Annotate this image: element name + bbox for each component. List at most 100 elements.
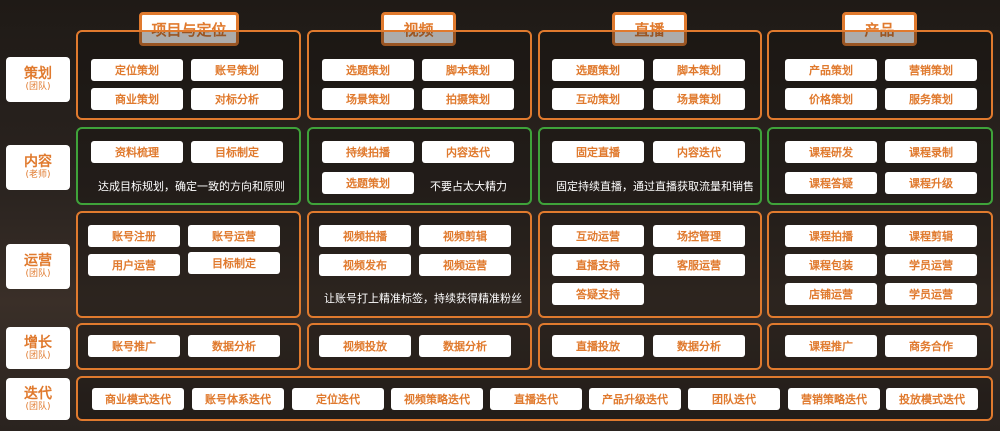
growth-item: 数据分析: [653, 335, 745, 357]
row-label-sub: (团队): [25, 401, 51, 412]
operations-item: 视频剪辑: [419, 225, 511, 247]
planning-video-cell: 选题策划 脚本策划 场景策划 拍摄策划: [307, 30, 532, 120]
operations-product-cell: 课程拍播 课程剪辑 课程包装 学员运营 店铺运营 学员运营: [767, 211, 993, 318]
iteration-cell: 商业模式迭代 账号体系迭代 定位迭代 视频策略迭代 直播迭代 产品升级迭代 团队…: [76, 376, 993, 421]
planning-item: 脚本策划: [422, 59, 514, 81]
content-item: 内容迭代: [653, 141, 745, 163]
column-header-live: 直播: [612, 12, 687, 46]
row-label-main: 内容: [24, 154, 52, 170]
operations-item: 课程包装: [785, 254, 877, 276]
operations-item: 学员运营: [885, 254, 977, 276]
operations-item: 场控管理: [653, 225, 745, 247]
content-item: 内容迭代: [422, 141, 514, 163]
growth-item: 直播投放: [552, 335, 644, 357]
row-label-main: 增长: [24, 334, 52, 351]
content-item: 持续拍播: [322, 141, 414, 163]
content-note: 达成目标规划，确定一致的方向和原则: [98, 180, 285, 193]
iteration-item: 账号体系迭代: [192, 388, 284, 410]
growth-product-cell: 课程推广 商务合作: [767, 323, 993, 370]
growth-live-cell: 直播投放 数据分析: [538, 323, 762, 370]
growth-item: 数据分析: [188, 335, 280, 357]
growth-video-cell: 视频投放 数据分析: [307, 323, 532, 370]
planning-item: 对标分析: [191, 88, 283, 110]
planning-item: 拍摄策划: [422, 88, 514, 110]
iteration-item: 视频策略迭代: [391, 388, 483, 410]
growth-item: 账号推广: [88, 335, 180, 357]
row-label-operations: 运营 (团队): [6, 244, 70, 289]
planning-item: 营销策划: [885, 59, 977, 81]
row-label-sub: (团队): [25, 350, 51, 361]
content-item: 固定直播: [552, 141, 644, 163]
planning-item: 选题策划: [552, 59, 644, 81]
planning-item: 价格策划: [785, 88, 877, 110]
content-video-cell: 持续拍播 内容迭代 选题策划 不要占太大精力: [307, 127, 532, 205]
column-header-product: 产品: [842, 12, 917, 46]
growth-item: 视频投放: [319, 335, 411, 357]
growth-positioning-cell: 账号推广 数据分析: [76, 323, 301, 370]
planning-item: 脚本策划: [653, 59, 745, 81]
operations-item: 答疑支持: [552, 283, 644, 305]
planning-positioning-cell: 定位策划 账号策划 商业策划 对标分析: [76, 30, 301, 120]
content-item: 资料梳理: [91, 141, 183, 163]
operations-item: 互动运营: [552, 225, 644, 247]
planning-product-cell: 产品策划 营销策划 价格策划 服务策划: [767, 30, 993, 120]
row-label-main: 迭代: [24, 385, 52, 402]
row-label-sub: (团队): [25, 269, 51, 279]
content-note: 固定持续直播，通过直播获取流量和销售: [556, 180, 754, 193]
operations-item: 学员运营: [885, 283, 977, 305]
row-label-growth: 增长 (团队): [6, 327, 70, 369]
row-label-main: 运营: [24, 253, 52, 269]
content-note: 不要占太大精力: [430, 180, 507, 193]
planning-item: 场景策划: [322, 88, 414, 110]
column-header-positioning: 项目与定位: [139, 12, 239, 46]
operations-item: 课程拍播: [785, 225, 877, 247]
iteration-item: 营销策略迭代: [788, 388, 880, 410]
operations-item: 账号运营: [188, 225, 280, 247]
planning-live-cell: 选题策划 脚本策划 互动策划 场景策划: [538, 30, 762, 120]
iteration-item: 产品升级迭代: [589, 388, 681, 410]
operations-item: 视频运营: [419, 254, 511, 276]
iteration-item: 商业模式迭代: [92, 388, 184, 410]
planning-item: 互动策划: [552, 88, 644, 110]
planning-item: 服务策划: [885, 88, 977, 110]
operations-item: 账号注册: [88, 225, 180, 247]
row-label-sub: (老师): [25, 170, 51, 180]
operations-item: 用户运营: [88, 254, 180, 276]
iteration-item: 团队迭代: [688, 388, 780, 410]
growth-item: 课程推广: [785, 335, 877, 357]
row-label-iteration: 迭代 (团队): [6, 378, 70, 420]
content-item: 课程录制: [885, 141, 977, 163]
planning-item: 场景策划: [653, 88, 745, 110]
row-label-planning: 策划 (团队): [6, 57, 70, 102]
growth-item: 商务合作: [885, 335, 977, 357]
operations-live-cell: 互动运营 场控管理 直播支持 客服运营 答疑支持: [538, 211, 762, 318]
operations-item: 客服运营: [653, 254, 745, 276]
planning-item: 账号策划: [191, 59, 283, 81]
row-label-content: 内容 (老师): [6, 145, 70, 190]
operations-item: 视频发布: [319, 254, 411, 276]
row-label-sub: (团队): [25, 82, 51, 92]
content-item: 课程升级: [885, 172, 977, 194]
row-label-main: 策划: [24, 66, 52, 82]
content-item: 课程研发: [785, 141, 877, 163]
operations-item: 课程剪辑: [885, 225, 977, 247]
planning-item: 定位策划: [91, 59, 183, 81]
growth-item: 数据分析: [419, 335, 511, 357]
operations-note: 让账号打上精准标签，持续获得精准粉丝: [324, 292, 522, 305]
operations-item: 店铺运营: [785, 283, 877, 305]
content-item: 目标制定: [191, 141, 283, 163]
operations-item: 直播支持: [552, 254, 644, 276]
operations-positioning-cell: 账号注册 账号运营 用户运营 目标制定: [76, 211, 301, 318]
column-header-video: 视频: [381, 12, 456, 46]
operations-item: 目标制定: [188, 252, 280, 274]
planning-item: 商业策划: [91, 88, 183, 110]
content-positioning-cell: 资料梳理 目标制定 达成目标规划，确定一致的方向和原则: [76, 127, 301, 205]
operations-item: 视频拍播: [319, 225, 411, 247]
operations-video-cell: 视频拍播 视频剪辑 视频发布 视频运营 让账号打上精准标签，持续获得精准粉丝: [307, 211, 532, 318]
content-live-cell: 固定直播 内容迭代 固定持续直播，通过直播获取流量和销售: [538, 127, 762, 205]
iteration-item: 定位迭代: [292, 388, 384, 410]
content-item: 课程答疑: [785, 172, 877, 194]
planning-item: 选题策划: [322, 59, 414, 81]
iteration-item: 投放模式迭代: [886, 388, 978, 410]
